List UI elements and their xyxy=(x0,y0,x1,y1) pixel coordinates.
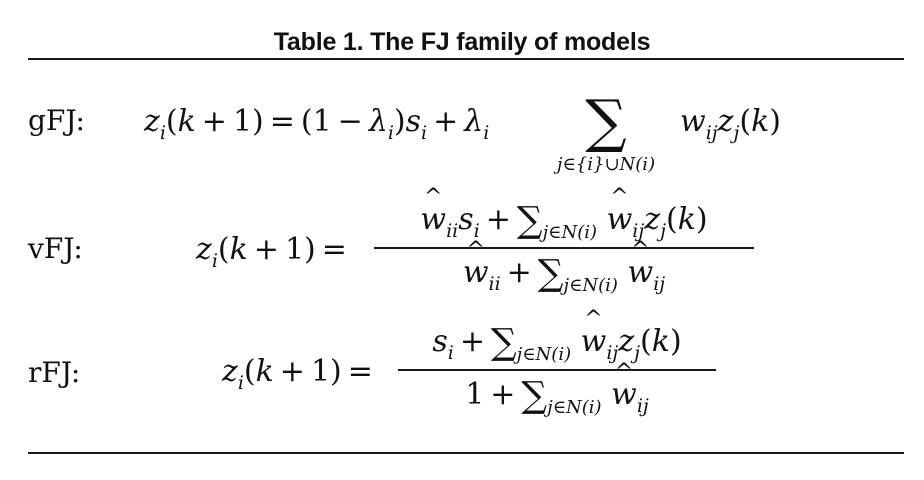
vfj-lhs: zi(k+1)= xyxy=(196,232,347,272)
rfj-fraction: si+∑j∈N(i) wijzj(k) 1+∑j∈N(i) wij xyxy=(398,322,716,418)
vfj-fraction-bar xyxy=(374,247,754,249)
rfj-fraction-bar xyxy=(398,369,716,371)
equation-vfj: zi(k+1)= wiisi+∑j∈N(i) wijzj(k) wii+∑j∈N… xyxy=(196,200,756,300)
row-label-rfj: rFJ: xyxy=(28,356,81,389)
gfj-sum-index: j∈{i}∪N(i) xyxy=(556,154,656,175)
rfj-numerator: si+∑j∈N(i) wijzj(k) xyxy=(398,322,716,365)
bottom-rule xyxy=(28,452,904,454)
vfj-fraction: wiisi+∑j∈N(i) wijzj(k) wii+∑j∈N(i) wij xyxy=(374,200,754,296)
rfj-denominator: 1+∑j∈N(i) wij xyxy=(398,375,716,418)
vfj-denominator: wii+∑j∈N(i) wij xyxy=(374,253,754,296)
sigma-symbol: ∑ xyxy=(585,87,627,155)
equation-rfj: zi(k+1)= si+∑j∈N(i) wijzj(k) 1+∑j∈N(i) w… xyxy=(222,322,732,422)
row-label-gfj: gFJ: xyxy=(28,104,85,137)
row-label-vfj: vFJ: xyxy=(28,232,83,265)
equation-gfj: zi(k+1)=(1−λi)si+λi ∑ j∈{i}∪N(i) wijzj(k… xyxy=(144,92,824,184)
gfj-summation: ∑ j∈{i}∪N(i) xyxy=(536,92,676,175)
gfj-summand: wijzj(k) xyxy=(680,104,781,144)
vfj-numerator: wiisi+∑j∈N(i) wijzj(k) xyxy=(374,200,754,243)
top-rule xyxy=(28,58,904,60)
rfj-lhs: zi(k+1)= xyxy=(222,354,373,394)
table-caption: Table 1. The FJ family of models xyxy=(273,28,651,56)
gfj-lhs: zi(k+1)=(1−λi)si+λi xyxy=(144,104,490,144)
